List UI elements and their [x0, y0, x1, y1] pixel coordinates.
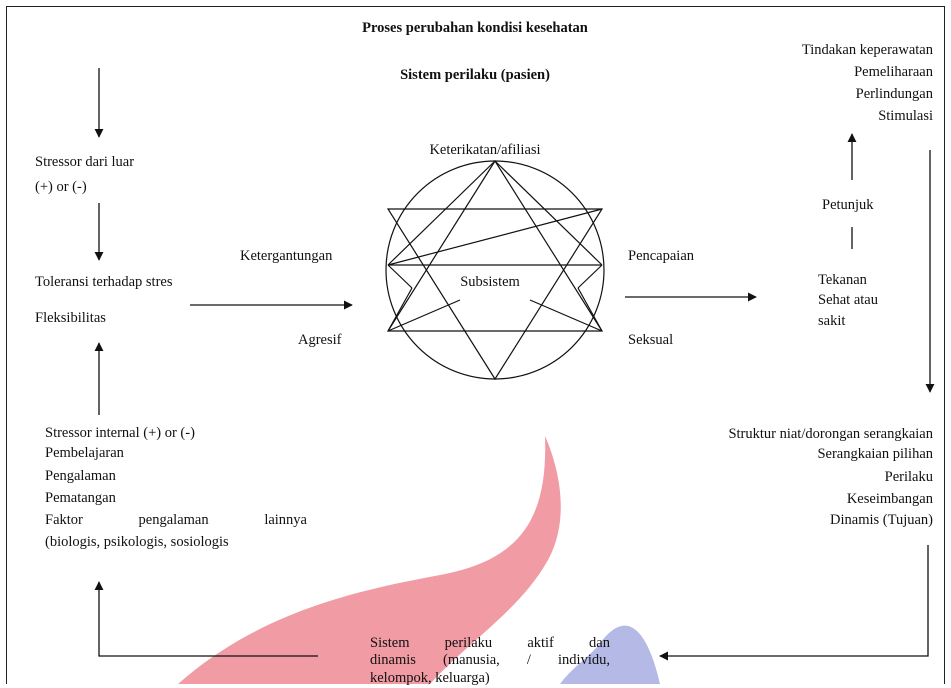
diagram-frame	[6, 6, 945, 684]
stressor-internal-line-5: Faktor pengalaman lainnya	[45, 512, 307, 528]
watermark-red-shape	[178, 436, 561, 684]
nursing-line-3: Perlindungan	[855, 86, 933, 102]
star-chord-10	[494, 160, 603, 266]
structure-line-4: Keseimbangan	[846, 491, 933, 507]
pressure-line-2: Sehat atau	[818, 292, 878, 308]
subsystem-label: Subsistem	[460, 274, 520, 290]
star-chord-9	[387, 160, 496, 266]
star-chord-7	[387, 287, 413, 332]
structure-line-1: Struktur niat/dorongan serangkaian	[728, 426, 933, 442]
system-line-1: Sistem perilaku aktif dan	[370, 635, 610, 651]
stressor-internal-line-2: Pembelajaran	[45, 445, 124, 461]
stressor-internal-line-4: Pematangan	[45, 490, 116, 506]
hint-label: Petunjuk	[822, 197, 874, 213]
tolerance-label: Toleransi terhadap stres	[35, 274, 173, 290]
pressure-line-1: Tekanan	[818, 272, 867, 288]
subsystem-circle	[385, 160, 605, 380]
stressor-internal-line-3: Pengalaman	[45, 468, 116, 484]
star-chord-8	[577, 287, 603, 332]
nursing-line-1: Tindakan keperawatan	[801, 42, 933, 58]
dependency-label: Ketergantungan	[240, 248, 333, 264]
diagram-title: Proses perubahan kondisi kesehatan	[362, 20, 588, 36]
stressor-internal-line-1: Stressor internal (+) or (-)	[45, 425, 195, 441]
star-triangle-down	[386, 208, 604, 381]
star-triangle-up	[386, 159, 604, 332]
structure-line-5: Dinamis (Tujuan)	[830, 512, 933, 528]
nursing-line-4: Stimulasi	[878, 108, 933, 124]
star-chord-5	[387, 264, 413, 289]
structure-line-2: Serangkaian pilihan	[817, 446, 933, 462]
pressure-line-3: sakit	[818, 313, 846, 329]
diagram-subtitle: Sistem perilaku (pasien)	[400, 67, 550, 83]
stressor-external-sign: (+) or (-)	[35, 179, 87, 195]
structure-line-3: Perilaku	[884, 469, 933, 485]
line-bottom-to-left	[94, 581, 318, 657]
star-chord-2	[387, 208, 603, 266]
line-right-to-bottom	[659, 545, 929, 661]
watermark-blue-shape	[560, 625, 660, 684]
system-line-2: dinamis (manusia, / individu,	[370, 652, 610, 668]
nursing-line-2: Pemeliharaan	[854, 64, 933, 80]
affiliation-label: Keterikatan/afiliasi	[429, 142, 541, 158]
achievement-label: Pencapaian	[628, 248, 695, 264]
aggressive-label: Agresif	[298, 332, 342, 348]
system-line-3: kelompok, keluarga)	[370, 670, 490, 686]
star-chord-6	[577, 264, 603, 289]
flexibility-label: Fleksibilitas	[35, 310, 106, 326]
stressor-internal-line-6: (biologis, psikologis, sosiologis	[45, 534, 229, 550]
star-chord-4	[529, 299, 603, 332]
star-chord-3	[387, 299, 461, 332]
sexual-label: Seksual	[628, 332, 674, 348]
stressor-external-label: Stressor dari luar	[35, 154, 135, 170]
